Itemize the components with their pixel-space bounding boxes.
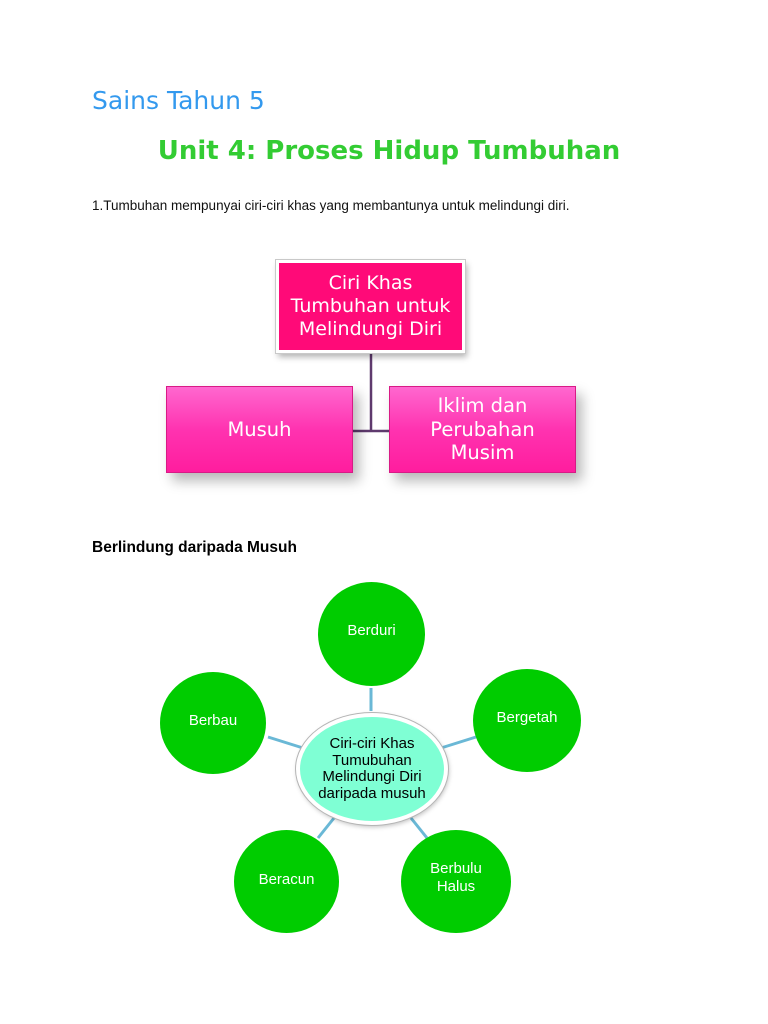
hierarchy-root-label: Ciri Khas Tumbuhan untuk Melindungi Diri — [290, 271, 451, 341]
hierarchy-root-box: Ciri Khas Tumbuhan untuk Melindungi Diri — [275, 259, 466, 354]
section-heading: Berlindung daripada Musuh — [92, 539, 297, 556]
unit-title: Unit 4: Proses Hidup Tumbuhan — [157, 136, 621, 166]
intro-text: 1.Tumbuhan mempunyai ciri-ciri khas yang… — [92, 198, 570, 213]
node-beracun: Beracun — [234, 830, 339, 933]
node-berbau-label: Berbau — [188, 712, 238, 729]
connector-bergetah — [440, 735, 477, 750]
hierarchy-left-label: Musuh — [227, 417, 292, 441]
node-beracun-label: Beracun — [258, 870, 315, 888]
node-berduri-label: Berduri — [347, 622, 396, 639]
connector-berbau — [267, 735, 304, 750]
spider-center: Ciri-ciri Khas Tumubuhan Melindungi Diri… — [296, 713, 448, 825]
hierarchy-right-label: Iklim dan Perubahan Musim — [430, 393, 535, 465]
node-berbau: Berbau — [160, 672, 266, 774]
node-berduri: Berduri — [318, 582, 425, 686]
node-berbulu-halus-label: Berbulu Halus — [430, 859, 482, 895]
spider-center-label: Ciri-ciri Khas Tumubuhan Melindungi Diri… — [318, 735, 426, 802]
node-bergetah: Bergetah — [473, 669, 581, 772]
page-title: Sains Tahun 5 — [92, 86, 265, 115]
node-berbulu-halus: Berbulu Halus — [401, 830, 511, 933]
hierarchy-left-box: Musuh — [166, 386, 353, 473]
connector-beracun — [316, 817, 336, 839]
connector-berbulu — [409, 817, 429, 839]
hierarchy-right-box: Iklim dan Perubahan Musim — [389, 386, 576, 473]
node-bergetah-label: Bergetah — [496, 709, 558, 726]
